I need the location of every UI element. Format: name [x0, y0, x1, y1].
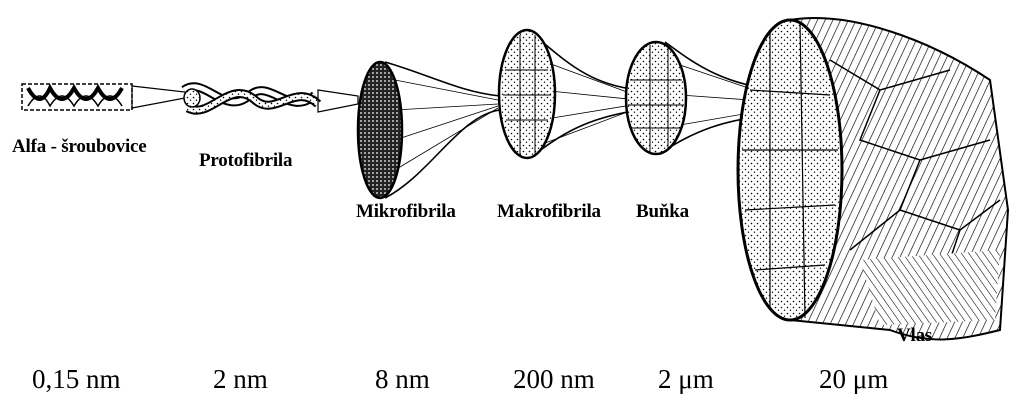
alpha-helix-drawing	[22, 84, 185, 110]
microfibril-label: Mikrofibrila	[356, 201, 456, 223]
protofibril-label: Protofibrila	[199, 150, 292, 172]
alpha-helix-label: Alfa - šroubovice	[12, 136, 147, 158]
hair-label: Vlas	[897, 325, 932, 347]
protofibril-drawing	[184, 87, 358, 112]
protofibril-size: 2 nm	[213, 364, 268, 395]
hair-shaft-drawing	[738, 18, 1008, 339]
cell-label: Buňka	[636, 201, 689, 223]
macrofibril-drawing	[499, 30, 640, 158]
macrofibril-label: Makrofibrila	[497, 201, 601, 223]
microfibril-size: 8 nm	[375, 364, 430, 395]
hair-size: 20 μm	[819, 364, 888, 395]
macrofibril-size: 200 nm	[513, 364, 595, 395]
cell-size: 2 μm	[658, 364, 714, 395]
alpha-helix-size: 0,15 nm	[32, 364, 121, 395]
microfibril-drawing	[358, 62, 500, 198]
